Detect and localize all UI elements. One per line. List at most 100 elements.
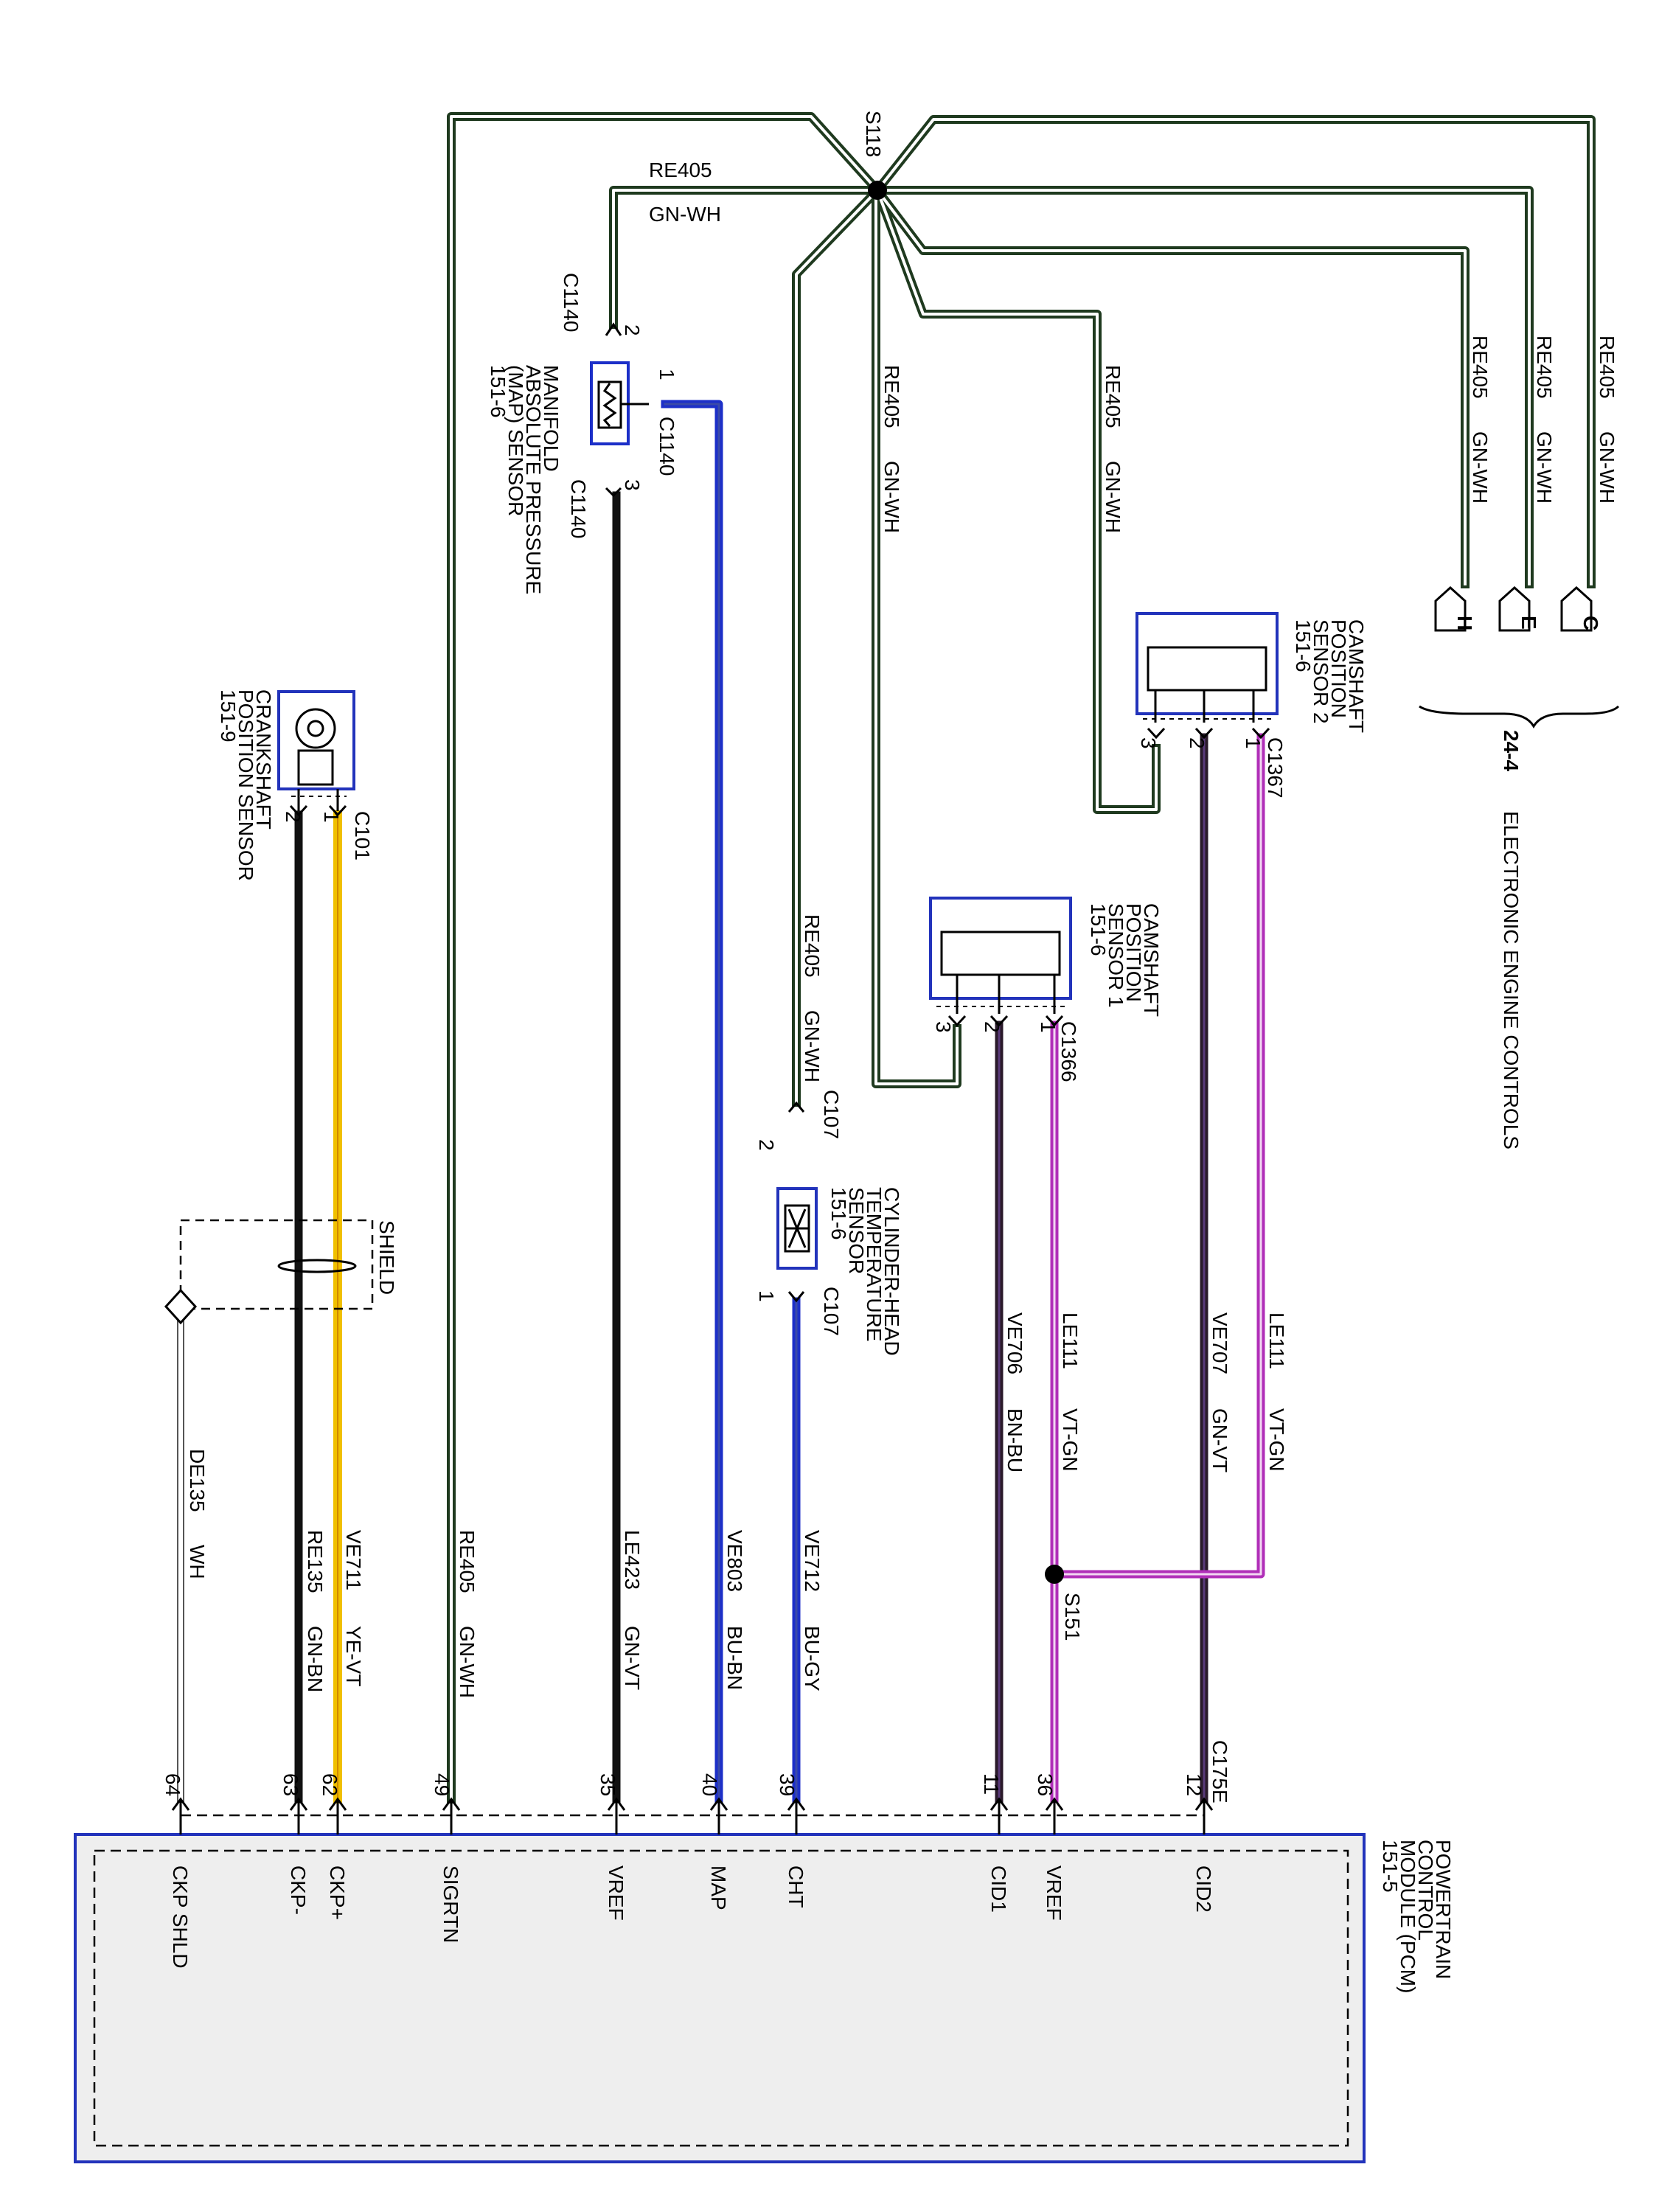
- re135-color: GN-BN: [304, 1626, 327, 1692]
- branch-e-color: GN-WH: [1533, 431, 1556, 504]
- le111-a-circuit: LE111: [1265, 1312, 1288, 1369]
- ckp-line-2: POSITION SENSOR: [234, 689, 257, 881]
- le111-b-color: VT-GN: [1059, 1408, 1082, 1472]
- cht-line-2: TEMPERATURE: [863, 1187, 886, 1342]
- cmp2-connector: C1367: [1264, 737, 1287, 799]
- connector-tab-e: E: [1498, 585, 1540, 632]
- ve706-color: BN-BU: [1004, 1408, 1026, 1472]
- shield-diamond-icon: [164, 1288, 198, 1325]
- ckp-line-1: CRANKSHAFT: [252, 689, 275, 830]
- pcm-pin-num: 11: [980, 1773, 1003, 1795]
- map-connector-side: C1140: [655, 417, 678, 476]
- cht-line-1: CYLINDER-HEAD: [880, 1187, 903, 1356]
- splice-s151-dot: [1045, 1565, 1064, 1584]
- cht-line-4: 151-6: [827, 1187, 850, 1240]
- cmp1-line-2: POSITION: [1122, 903, 1145, 1002]
- le423-circuit: LE423: [621, 1530, 644, 1590]
- gn-wh-wires: [447, 112, 1596, 1804]
- pcm-line-4: 151-5: [1379, 1840, 1402, 1893]
- pcm-pin-num: 39: [776, 1773, 799, 1796]
- branch-c-color: GN-WH: [1596, 431, 1618, 504]
- cmp1-connector: C1366: [1057, 1021, 1080, 1082]
- splice-s118-dot: [868, 181, 887, 200]
- map-pin-3: 3: [621, 479, 644, 491]
- ve711-color: YE-VT: [342, 1626, 365, 1686]
- cmp2-line-3: SENSOR 2: [1310, 619, 1332, 724]
- shield-box: [179, 1219, 374, 1310]
- le111-a-color: VT-GN: [1265, 1408, 1288, 1472]
- engine-controls-page-ref: 24-4: [1500, 730, 1523, 771]
- cmp2-pin-3: 3: [1137, 737, 1160, 749]
- de135-color: WH: [186, 1545, 209, 1579]
- gear-icon: [295, 708, 336, 749]
- pcm-pin-num: 35: [597, 1773, 619, 1796]
- branch-c-circuit: RE405: [1596, 335, 1618, 399]
- ve712-color: BU-GY: [801, 1626, 824, 1691]
- pcm-pin-num: 62: [319, 1773, 341, 1796]
- ckp-line-3: 151-9: [217, 689, 240, 742]
- pcm-pin-name: CID1: [987, 1865, 1010, 1913]
- cht-connector-bottom: C107: [820, 1287, 843, 1336]
- pcm-module: POWERTRAIN CONTROL MODULE (PCM) 151-5 C1…: [74, 1740, 1455, 2163]
- pcm-inner-dashed: [93, 1849, 1349, 2147]
- wire-ve803: [661, 400, 723, 1804]
- wire-labels: LE111 VT-GN VE707 GN-VT LE111 VT-GN VE70…: [186, 1312, 1288, 1698]
- pcm-pin-num: 40: [698, 1773, 721, 1796]
- cmp1-return-circuit: RE405: [880, 365, 903, 428]
- cmp2-pin-2: 2: [1186, 737, 1208, 749]
- pcm-pin-name: SIGRTN: [439, 1865, 462, 1943]
- ckp-connector: C101: [351, 811, 374, 860]
- connector-tab-c: C: [1560, 585, 1602, 632]
- pcm-pin-num: 36: [1034, 1773, 1057, 1796]
- cmp1-return-color: GN-WH: [880, 461, 903, 533]
- map-connector-top: C1140: [560, 273, 582, 332]
- ve707-color: GN-VT: [1208, 1408, 1231, 1472]
- ve712-circuit: VE712: [801, 1530, 824, 1592]
- wire-layer: [177, 112, 1596, 1804]
- pcm-body: [74, 1833, 1366, 2163]
- ve707-circuit: VE707: [1208, 1312, 1231, 1374]
- le111-b-circuit: LE111: [1059, 1312, 1082, 1369]
- ve803-circuit: VE803: [723, 1530, 746, 1592]
- shield-label: SHIELD: [375, 1220, 398, 1295]
- map-connector-bottom: C1140: [567, 479, 590, 538]
- branch-labels: RE405 GN-WH RE405 GN-WH RE405 GN-WH RE40…: [801, 335, 1618, 1082]
- cht-sensor: CYLINDER-HEAD TEMPERATURE SENSOR 151-6 C…: [755, 1090, 903, 1356]
- tab-e-label: E: [1517, 616, 1540, 630]
- de135-circuit: DE135: [186, 1449, 209, 1512]
- pcm-pin-chevrons: [171, 1797, 1214, 1811]
- splice-s151-label: S151: [1061, 1593, 1084, 1641]
- pcm-pin-name: VREF: [605, 1865, 627, 1921]
- map-pin-1: 1: [655, 369, 678, 380]
- cmp2-line-1: CAMSHAFT: [1345, 619, 1368, 733]
- cmp1-sensor: CAMSHAFT POSITION SENSOR 1 151-6 C1366 1…: [929, 897, 1163, 1082]
- cmp1-line-1: CAMSHAFT: [1140, 903, 1163, 1017]
- pcm-pin-num: 63: [279, 1773, 302, 1796]
- branch-e-circuit: RE405: [1533, 335, 1556, 399]
- pcm-pin-name: CKP+: [326, 1865, 349, 1920]
- engine-controls-ref: H E C 24-4 ELECTRONIC ENGINE CONTROLS: [1419, 585, 1620, 1150]
- branch-h-circuit: RE405: [1469, 335, 1492, 399]
- resistor-icon: [602, 383, 617, 427]
- pcm-pin-name: CHT: [785, 1865, 807, 1908]
- map-sensor-line-3: (MAP) SENSOR: [504, 365, 527, 516]
- pcm-pin-num: 12: [1183, 1773, 1206, 1796]
- re135-circuit: RE135: [304, 1530, 327, 1593]
- bus-color-label: GN-WH: [649, 203, 721, 226]
- ve706-circuit: VE706: [1004, 1312, 1026, 1374]
- pcm-connector: C175E: [1208, 1740, 1231, 1804]
- cmp2-line-4: 151-6: [1292, 619, 1315, 672]
- cmp2-line-2: POSITION: [1327, 619, 1350, 718]
- cht-pin-2: 2: [755, 1139, 778, 1151]
- group-brace: [1419, 705, 1620, 728]
- cmp2-return-circuit: RE405: [1102, 365, 1124, 428]
- map-pin-2: 2: [621, 324, 644, 336]
- sensor-pin-chevrons: [289, 727, 1270, 1027]
- cht-line-3: SENSOR: [845, 1187, 868, 1274]
- shield: SHIELD: [164, 1219, 398, 1325]
- splice-s118-label: S118: [862, 111, 885, 157]
- engine-controls-title: ELECTRONIC ENGINE CONTROLS: [1500, 811, 1523, 1150]
- thermistor-icon: [786, 1208, 808, 1248]
- cht-connector-top: C107: [820, 1090, 843, 1139]
